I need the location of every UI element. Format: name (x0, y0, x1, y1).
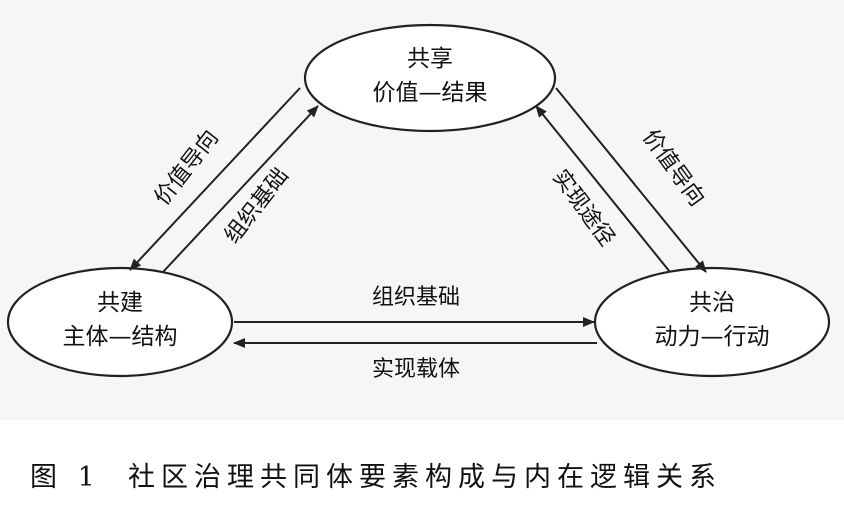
edge-label-top-to-right: 价值导向 (637, 125, 709, 211)
node-left-ellipse (6, 266, 234, 378)
node-top-line2: 价值—结果 (373, 80, 488, 106)
arrow-right-to-top (535, 105, 671, 273)
node-top-line1: 共享 (407, 46, 453, 72)
arrow-top-to-left (129, 87, 301, 271)
node-right-ellipse (593, 266, 831, 378)
node-left-line2: 主体—结构 (63, 324, 178, 350)
arrow-top-to-right (555, 87, 707, 273)
node-left-line1: 共建 (97, 290, 143, 316)
figure-number: 图 1 (30, 462, 101, 493)
figure-caption: 图 1 社区治理共同体要素构成与内在逻辑关系 (0, 455, 844, 505)
edge-label-left-to-top: 组织基础 (220, 164, 294, 249)
edge-label-right-to-top: 实现途径 (547, 165, 619, 251)
edge-label-left-to-right: 组织基础 (372, 285, 460, 310)
node-right-line2: 动力—行动 (655, 324, 770, 350)
relationship-diagram: 共享 价值—结果 共建 主体—结构 共治 动力—行动 价值导向 组织基础 实现途… (6, 23, 831, 382)
node-right-line1: 共治 (689, 290, 735, 316)
node-top-ellipse (303, 23, 557, 133)
figure-title: 社区治理共同体要素构成与内在逻辑关系 (128, 462, 722, 493)
edge-label-right-to-left: 实现载体 (372, 357, 460, 382)
edge-label-top-to-left: 价值导向 (150, 126, 224, 211)
arrow-left-to-top (162, 105, 319, 273)
